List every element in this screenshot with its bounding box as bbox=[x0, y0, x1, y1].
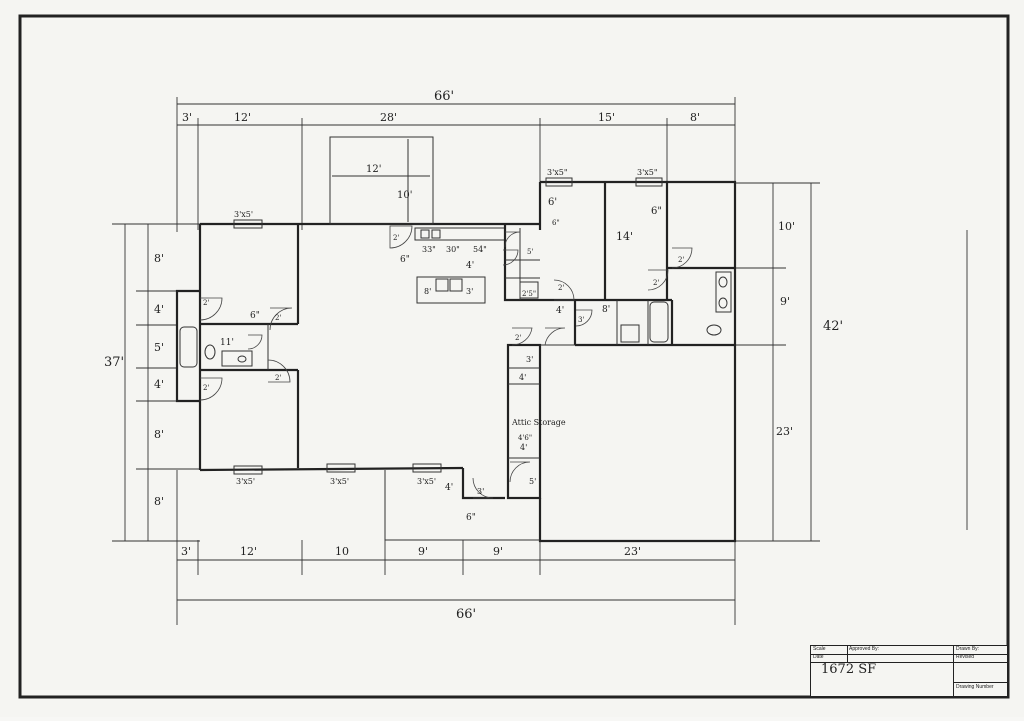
label-door-3: 3' bbox=[578, 316, 584, 324]
sheet-border bbox=[18, 14, 1010, 699]
label-hall-4: 4' bbox=[520, 443, 527, 452]
dim-top-overall: 66' bbox=[434, 89, 454, 104]
title-block-row-1 bbox=[811, 646, 1007, 655]
label-closet-4: 4' bbox=[519, 373, 526, 382]
label-two-e: 2' bbox=[393, 234, 399, 242]
label-six-b: 6' bbox=[548, 197, 557, 208]
vanity-right bbox=[715, 271, 732, 313]
left-dimensions: 37' 8' 4' 5' 4' 8' 8' bbox=[104, 223, 200, 542]
dim-left-4: 4' bbox=[154, 378, 164, 391]
label-attic-sub: 4'6" bbox=[518, 434, 532, 442]
porch-width-label: 12' bbox=[366, 164, 381, 175]
dim-bottom-2: 12' bbox=[240, 545, 257, 558]
title-block: Scale Date Approved By: Drawn By: Revise… bbox=[810, 645, 1008, 697]
area-label: 1672 SF bbox=[821, 662, 877, 677]
washer bbox=[620, 324, 640, 343]
label-closet-3: 3' bbox=[526, 355, 533, 364]
label-door-6: 6" bbox=[552, 219, 560, 227]
window-label-6: 3'x5" bbox=[637, 168, 658, 177]
dim-top-3: 28' bbox=[380, 111, 397, 124]
label-two-c: 2' bbox=[275, 314, 281, 322]
scale-label: Scale bbox=[813, 646, 826, 652]
dim-left-5: 8' bbox=[154, 428, 164, 441]
dim-left-6: 8' bbox=[154, 495, 164, 508]
windows: 3'x5' 3'x5' 3'x5' 3'x5' 3'x5" 3'x5" bbox=[233, 168, 663, 486]
dim-top-2: 12' bbox=[234, 111, 251, 124]
label-two-b: 2' bbox=[203, 384, 209, 392]
dim-top-5: 8' bbox=[690, 111, 700, 124]
label-four-utility: 4' bbox=[556, 306, 564, 316]
window-label-4: 3'x5' bbox=[417, 477, 436, 486]
revised-label: Revised bbox=[956, 654, 975, 660]
fixtures bbox=[179, 229, 732, 368]
dim-right-overall: 42' bbox=[823, 319, 843, 334]
label-island-4: 4' bbox=[466, 261, 474, 271]
bathtub-right bbox=[649, 301, 669, 343]
label-room-11: 11' bbox=[220, 338, 234, 348]
porch-depth-label: 10' bbox=[397, 190, 412, 201]
label-two-h: 2' bbox=[678, 256, 684, 264]
date-label: Date bbox=[813, 654, 824, 660]
approved-label: Approved By: bbox=[849, 646, 880, 652]
label-eight-utility: 8' bbox=[602, 305, 610, 315]
dim-left-1: 8' bbox=[154, 252, 164, 265]
dim-left-3: 5' bbox=[154, 341, 164, 354]
toilet-left bbox=[204, 344, 216, 360]
label-closet-25: 2'5" bbox=[522, 290, 536, 298]
drawing-number-label: Drawing Number bbox=[956, 684, 994, 690]
dim-top-1: 3' bbox=[182, 111, 192, 124]
label-hall-5: 5' bbox=[529, 477, 536, 486]
label-island-8: 8' bbox=[424, 287, 431, 296]
label-33: 33" bbox=[422, 245, 436, 254]
label-six-a: 6" bbox=[400, 255, 410, 265]
plan-labels: 12' 10' 33" 30" 54" 4' 8' 3' 6" 6' 6" 6"… bbox=[203, 164, 684, 523]
dim-left-2: 4' bbox=[154, 303, 164, 316]
label-closet-5: 5' bbox=[527, 248, 533, 256]
label-two-a: 2' bbox=[203, 299, 209, 307]
label-two-f: 2' bbox=[515, 334, 521, 342]
dim-bottom-1: 3' bbox=[181, 545, 191, 558]
label-54: 54" bbox=[473, 245, 487, 254]
walls bbox=[175, 136, 737, 543]
kitchen-island bbox=[416, 276, 486, 304]
dim-bottom-overall: 66' bbox=[456, 607, 476, 622]
label-hall-2: 2' bbox=[558, 284, 564, 292]
right-dimensions: 10' 9' 23' 42' bbox=[735, 182, 843, 542]
door-swings bbox=[199, 225, 693, 499]
drawn-label: Drawn By: bbox=[956, 646, 980, 652]
label-step-4: 4' bbox=[445, 483, 453, 493]
dim-bottom-4: 9' bbox=[418, 545, 428, 558]
label-six-d: 6" bbox=[466, 513, 476, 523]
toilet-right bbox=[706, 324, 722, 336]
dim-bottom-5: 9' bbox=[493, 545, 503, 558]
label-island-3: 3' bbox=[466, 287, 473, 296]
dim-bottom-3: 10 bbox=[335, 545, 349, 558]
bathtub-left bbox=[179, 326, 198, 368]
dim-right-1: 10' bbox=[778, 220, 795, 233]
dim-left-overall: 37' bbox=[104, 355, 124, 370]
label-hall-3: 3' bbox=[477, 487, 484, 496]
dim-top-4: 15' bbox=[598, 111, 615, 124]
top-dimensions: 66' 3' 12' 28' 15' 8' bbox=[176, 89, 736, 232]
bottom-dimensions: 3' 12' 10 9' 9' 23' 66' bbox=[176, 470, 736, 625]
label-attic: Attic Storage bbox=[511, 418, 566, 427]
label-two-g: 2' bbox=[653, 279, 659, 287]
label-bed-6: 6" bbox=[250, 311, 260, 321]
vanity-left bbox=[221, 350, 253, 367]
label-six-c: 6" bbox=[651, 206, 662, 217]
label-30: 30" bbox=[446, 245, 460, 254]
dim-right-2: 9' bbox=[780, 295, 790, 308]
dim-right-3: 23' bbox=[776, 425, 793, 438]
label-fourteen: 14' bbox=[616, 230, 633, 243]
window-label-2: 3'x5' bbox=[236, 477, 255, 486]
window-label-3: 3'x5' bbox=[330, 477, 349, 486]
window-label-5: 3'x5" bbox=[547, 168, 568, 177]
title-block-row-2 bbox=[811, 654, 1007, 663]
porch-outline bbox=[329, 136, 434, 225]
dim-bottom-6: 23' bbox=[624, 545, 641, 558]
label-two-d: 2' bbox=[275, 374, 281, 382]
window-label-1: 3'x5' bbox=[234, 210, 253, 219]
